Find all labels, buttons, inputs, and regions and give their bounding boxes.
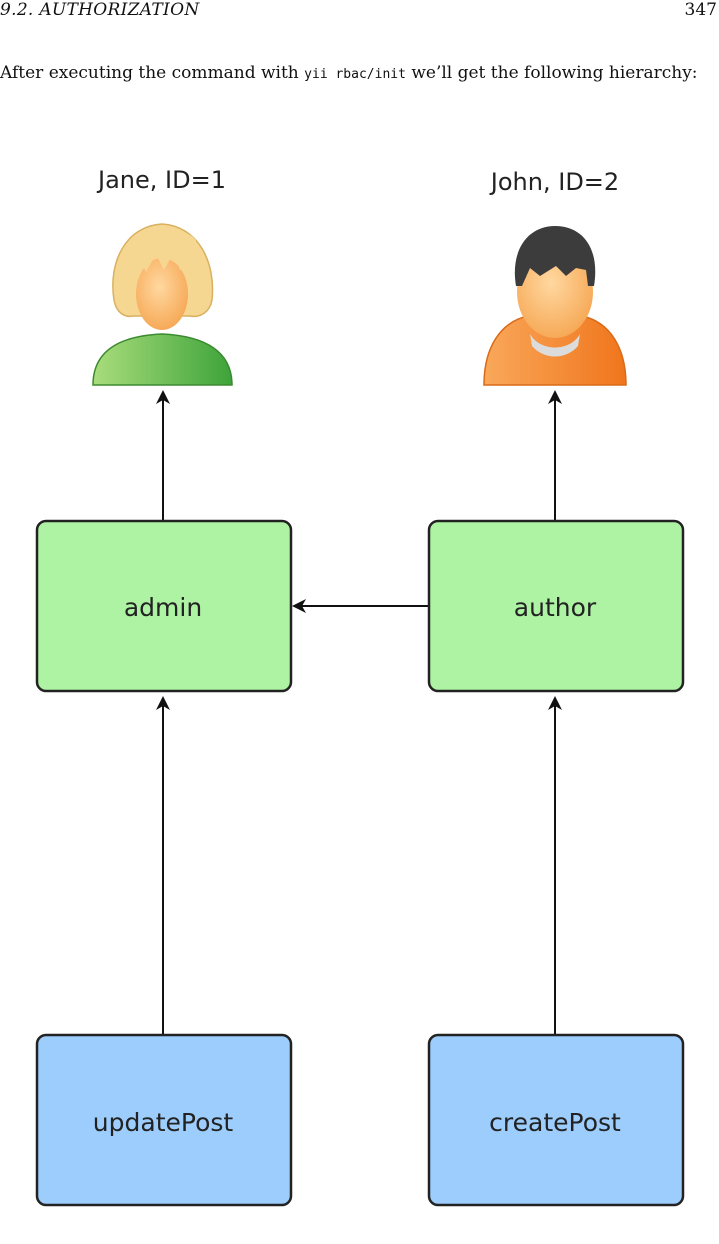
male-user-icon [483,226,627,386]
page-header: 9.2. AUTHORIZATION 347 [0,0,719,22]
permission-box-updatepost: updatePost [35,1033,293,1207]
role-label-admin: admin [124,593,202,622]
permission-label-updatepost: updatePost [93,1108,234,1137]
page-number: 347 [684,0,717,20]
role-box-admin: admin [35,519,293,693]
permission-label-createpost: createPost [489,1108,621,1137]
user-label-john: John, ID=2 [489,168,619,196]
role-label-author: author [514,593,597,622]
female-user-icon [92,223,233,386]
role-box-author: author [427,519,685,693]
permission-box-createpost: createPost [427,1033,685,1207]
body-paragraph: After executing the command with yii rba… [0,60,716,88]
inline-code: yii rbac/init [304,67,406,82]
user-label-jane: Jane, ID=1 [96,166,226,194]
section-title: 9.2. AUTHORIZATION [0,0,200,20]
paragraph-text-after: we’ll get the following hierarchy: [405,63,698,83]
paragraph-text-before: After executing the command with [0,63,305,83]
